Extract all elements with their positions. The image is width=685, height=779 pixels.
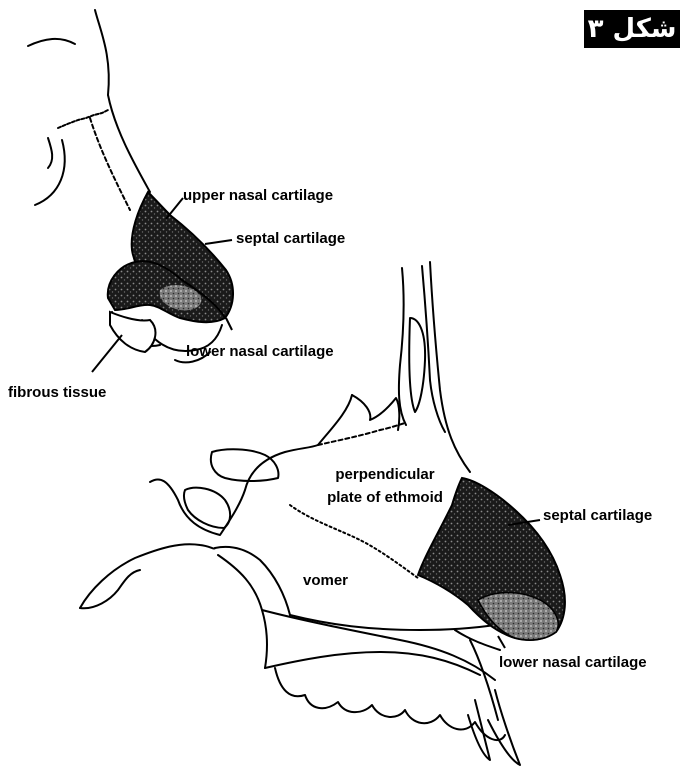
nasal-bone-suture: [58, 110, 108, 128]
pterygoid: [80, 544, 215, 608]
leader-upper-nasal: [166, 198, 183, 219]
figure-number-badge: شکل ۳: [584, 10, 680, 48]
frontal-sinus: [409, 318, 425, 412]
frontal-process-outer: [399, 268, 406, 425]
label-septal-cartilage-small: septal cartilage: [236, 231, 345, 246]
forehead-contour: [95, 10, 109, 95]
vomer-upper: [215, 547, 290, 615]
anterior-nasal-spine: [455, 630, 500, 650]
nasal-bone-back: [90, 118, 130, 210]
label-lower-nasal-cartilage-large: lower nasal cartilage: [499, 655, 647, 670]
pterygoid-lower: [80, 570, 140, 608]
label-septal-cartilage-large: septal cartilage: [543, 508, 652, 523]
perpendicular-plate-boundary: [290, 505, 418, 578]
hard-palate-top: [262, 610, 495, 680]
label-perpendicular: perpendicular: [300, 467, 470, 482]
palate-line: [218, 555, 267, 668]
nasal-bone-outer: [430, 262, 470, 472]
cribriform-top: [352, 395, 399, 430]
eye-contour: [48, 138, 52, 168]
leader-fibrous: [92, 335, 122, 372]
cheek-contour: [35, 140, 65, 205]
teeth-row: [275, 668, 505, 740]
incisor-2: [468, 700, 490, 760]
sphenoid-sinus-2: [184, 488, 230, 528]
leader-lower-large: [498, 636, 505, 648]
label-upper-nasal-cartilage: upper nasal cartilage: [183, 188, 333, 203]
hard-palate-bottom: [265, 652, 480, 675]
leader-septal-small: [205, 240, 232, 244]
vomer-lower: [290, 615, 495, 630]
label-vomer: vomer: [303, 573, 348, 588]
leader-lower-small: [226, 318, 232, 330]
cribriform-dotted: [318, 423, 405, 445]
sphenoid-outline: [150, 395, 352, 535]
eyebrow-line: [28, 39, 75, 46]
label-fibrous-tissue: fibrous tissue: [8, 385, 106, 400]
sphenoid-sinus: [211, 449, 279, 481]
fibrous-tissue-shape: [110, 312, 155, 352]
label-lower-nasal-cartilage-small: lower nasal cartilage: [186, 344, 334, 359]
label-plate-of-ethmoid: plate of ethmoid: [296, 490, 474, 505]
